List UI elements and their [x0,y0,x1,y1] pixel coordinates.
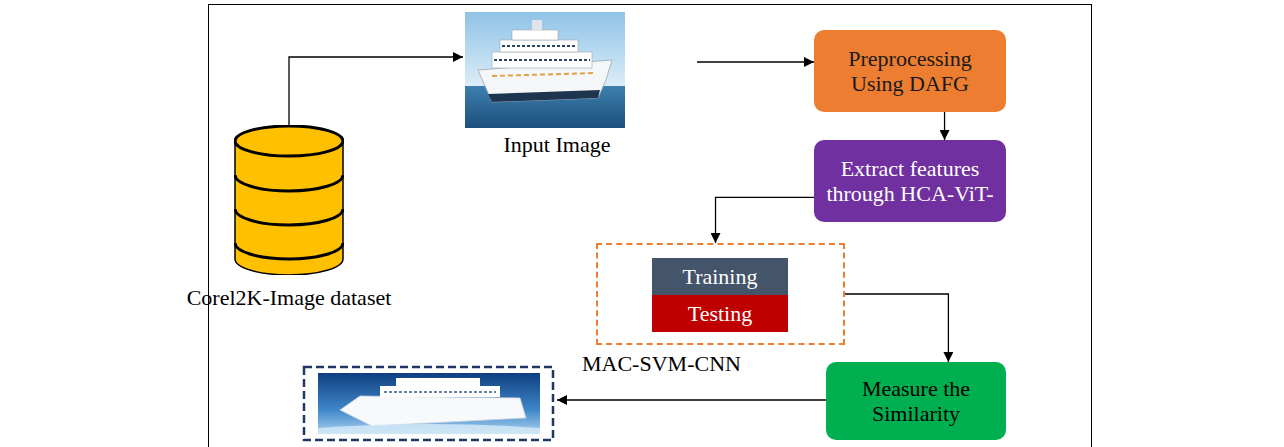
cylinder-band [235,175,343,191]
hull-band [488,90,600,102]
box-label: Preprocessing Using DAFG [822,46,998,97]
cylinder-band [235,243,343,259]
picture-ground [318,373,540,434]
flow-arrow [697,61,814,62]
output-frame [304,367,553,440]
ship-deck [380,386,500,397]
flow-arrow [716,197,814,243]
box-label: Training [683,264,758,289]
ship-deck [492,52,592,68]
process-box: Preprocessing Using DAFG [814,30,1006,112]
ship-windows [384,391,496,393]
flow-arrow [944,112,945,140]
output-ship-picture [318,373,540,434]
ship-hull [340,396,526,426]
cylinder-band [235,209,343,225]
process-box: Measure the Similarity [826,362,1006,440]
node-caption: Corel2K-Image dataset [187,285,392,310]
box-label: Extract features through HCA-ViT- [822,156,998,207]
output-arrow [557,399,826,400]
phase-box: Training [652,258,788,295]
cylinder-body [235,141,343,275]
ship-deck [500,40,578,52]
box-label: Measure the Similarity [834,376,998,427]
node-caption: MAC-SVM-CNN [582,351,741,376]
ship-windows [494,59,590,61]
model-group: MAC-SVM-CNNTrainingTesting [596,243,845,345]
box-label: Testing [688,301,752,326]
phase-box: Testing [652,295,788,332]
database-cylinder: Corel2K-Image dataset [234,125,344,275]
node-caption: Input Image [504,132,611,157]
process-box: Extract features through HCA-ViT- [814,140,1006,222]
lifeboats [492,73,596,76]
flow-arrow [845,294,948,362]
cylinder-top [235,126,343,156]
water [318,424,540,434]
ship-windows [502,45,576,47]
input-image: Input Image [465,12,625,128]
ship-deck [512,30,558,40]
ship-mast [532,20,542,30]
frame-line [208,4,209,447]
ship-deck [396,378,480,386]
input-ship-picture [465,12,625,128]
frame-line [1091,4,1092,447]
frame-line [208,4,1092,5]
flow-arrow [289,57,463,125]
cylinder-shape [234,125,344,275]
